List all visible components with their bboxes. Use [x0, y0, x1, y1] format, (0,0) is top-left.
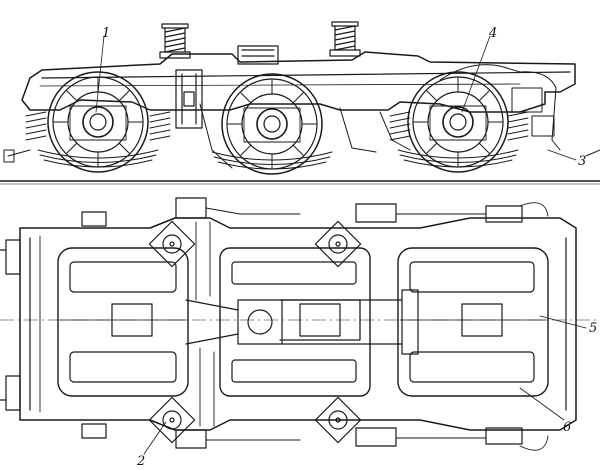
- callout-label-4: 4: [489, 26, 498, 41]
- callout-label-2: 2: [137, 454, 146, 469]
- brake-cylinders: [81, 197, 549, 451]
- traction-motor-2: [219, 247, 371, 397]
- leader-6: [519, 387, 565, 421]
- brake-rigging: [3, 64, 600, 169]
- frame-side-members: [29, 237, 567, 411]
- leader-2: [143, 421, 167, 455]
- top-coil-spring-right: [329, 21, 361, 57]
- frame-top-edge: [41, 71, 571, 79]
- plan-view: [0, 197, 600, 455]
- leader-1: [95, 35, 105, 113]
- end-buffers-left: [0, 239, 21, 411]
- leader-5: [539, 315, 587, 329]
- frame-inner-edge: [39, 83, 521, 87]
- pivot-assembly: [185, 289, 419, 355]
- axlebox-springs: [25, 111, 529, 141]
- top-coil-spring-left: [159, 23, 191, 59]
- callout-label-3: 3: [578, 154, 587, 169]
- side-bearer-pad-3: [148, 396, 196, 444]
- side-bearer-pad-4: [314, 396, 362, 444]
- traction-motor-3: [397, 247, 549, 397]
- side-bearer-pad-1: [148, 220, 196, 268]
- air-pipes: [39, 221, 215, 427]
- bogie-frame-outline: [21, 51, 576, 113]
- leaf-springs: [37, 149, 519, 170]
- leader-4: [461, 35, 491, 113]
- wheel-3: [407, 71, 509, 173]
- callout-label-5: 5: [589, 321, 598, 336]
- wheel-1: [47, 71, 149, 173]
- center-pivot-bracket: [175, 45, 279, 129]
- leader-3: [547, 149, 577, 161]
- callout-label-6: 6: [563, 420, 572, 435]
- side-bearer-pad-2: [314, 220, 362, 268]
- plan-frame-outline: [19, 217, 577, 431]
- traction-motor-1: [57, 247, 189, 397]
- callout-label-1: 1: [102, 26, 111, 41]
- side-elevation-view: [0, 21, 600, 185]
- wheel-2: [221, 73, 323, 175]
